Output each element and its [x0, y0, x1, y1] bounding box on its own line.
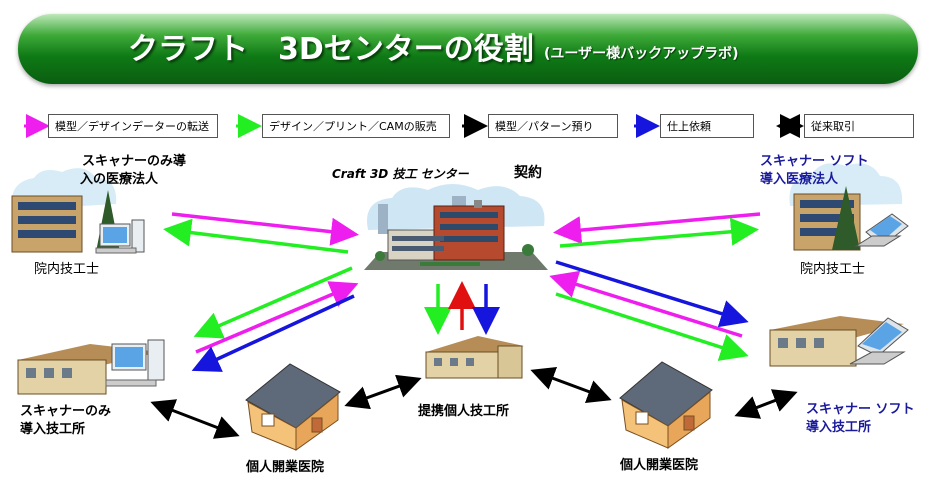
legend-item-storage: 模型／パターン預り	[488, 114, 618, 138]
left-hospital-label-line1: スキャナーのみ導	[82, 154, 187, 169]
arrow-double-leftlab-clinicleft	[150, 399, 240, 439]
clinic-right-illustration	[619, 361, 713, 449]
legend-item-traditional: 従来取引	[804, 114, 914, 138]
title-banner	[18, 14, 918, 84]
left-hospital-sub: 院内技工士	[34, 262, 100, 277]
right-lab-label-line2: 導入技工所	[806, 420, 872, 435]
right-lab-label-line1: スキャナー ソフト	[806, 402, 915, 417]
center-name: Craft 3D 技工 センター	[332, 167, 469, 181]
arrow-green-center-to-lefthosp	[163, 218, 349, 254]
right-lab-illustration	[769, 316, 909, 367]
arrow-green-center-to-leftlab	[193, 266, 353, 339]
arrow-magenta-rightlab-to-center	[549, 270, 743, 338]
right-hospital-label-line2: 導入医療法人	[760, 172, 839, 187]
arrow-blue-center-to-rightlab	[555, 260, 749, 328]
center-building-illustration	[364, 184, 548, 270]
arrow-magenta-lefthosp-to-center	[171, 212, 359, 246]
arrow-green-center-to-rightlab	[555, 292, 749, 361]
arrow-double-clinicright-rightlab	[734, 389, 798, 419]
right-hospital-illustration	[789, 163, 909, 251]
left-hospital-illustration	[11, 168, 145, 254]
left-lab-illustration	[17, 339, 165, 395]
arrow-magenta-righthosp-to-center	[553, 212, 761, 245]
arrow-blue-center-to-leftlab	[191, 294, 355, 372]
right-hospital-sub: 院内技工士	[800, 262, 866, 277]
partner-lab-illustration	[425, 336, 524, 379]
legend-item-finishing: 仕上依頼	[660, 114, 754, 138]
clinic-right-label: 個人開業医院	[620, 458, 699, 473]
right-hospital-label-line1: スキャナー ソフト	[760, 154, 869, 169]
clinic-left-label: 個人開業医院	[246, 460, 325, 475]
banner-title: クラフト 3Dセンターの役割	[128, 32, 534, 67]
arrow-magenta-leftlab-to-center	[195, 281, 359, 354]
clinic-left-illustration	[245, 363, 341, 451]
center-contract: 契約	[514, 165, 542, 181]
partner-lab-label: 提携個人技工所	[418, 404, 510, 419]
left-lab-label-line2: 導入技工所	[20, 422, 86, 437]
left-lab-label-line1: スキャナーのみ	[20, 404, 112, 419]
legend-item-sales: デザイン／プリント／CAMの販売	[262, 114, 450, 138]
arrow-green-center-to-righthosp	[559, 217, 759, 248]
flow-arrows	[150, 212, 798, 439]
banner-subtitle: (ユーザー様バックアップラボ)	[544, 46, 739, 62]
arrow-double-partner-clinicright	[530, 367, 612, 403]
legend-item-data-transfer: 模型／デザインデーターの転送	[48, 114, 218, 138]
left-hospital-label-line2: 入の医療法人	[80, 172, 159, 187]
arrow-double-clinicleft-partner	[344, 374, 422, 410]
